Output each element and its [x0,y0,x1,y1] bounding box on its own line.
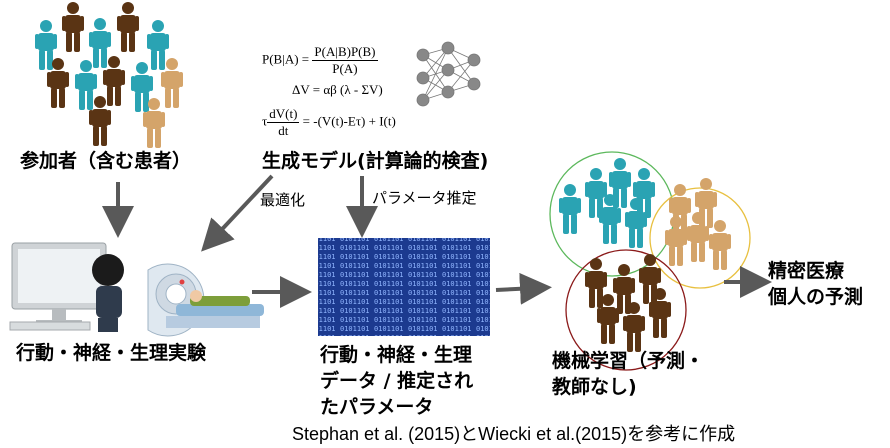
binary-data-block [318,238,490,336]
label-data: 行動・神経・生理 データ / 推定され たパラメータ [320,342,473,420]
label-data-line3: たパラメータ [320,396,434,418]
label-precision-line2: 個人の予測 [768,286,864,308]
label-precision-medicine: 精密医療 個人の予測 [768,258,863,310]
label-ml-line1: 機械学習（予測・ [552,350,705,372]
citation: Stephan et al. (2015)とWiecki et al.(2015… [292,424,736,444]
equation-dynamics-rhs: = -(V(t)-Eτ) + I(t) [299,113,396,129]
equation-bayes-denominator: P(A) [332,61,358,76]
cluster-yellow [649,178,751,289]
equation-dynamics-fraction: dV(t)dt [267,106,300,139]
label-optimization: 最適化 [260,191,306,209]
arrows [102,174,772,308]
label-precision-line1: 精密医療 [768,260,845,282]
label-experiment: 行動・神経・生理実験 [16,342,207,364]
arrow-optimization [201,174,274,252]
equation-dynamics-tau: τ [262,113,268,129]
label-data-line1: 行動・神経・生理 [320,344,473,366]
arrow-data-to-ml [495,272,552,305]
equation-dynamics-denominator: dt [278,123,289,138]
equation-bayes: P(B|A) = P(A|B)P(B)P(A) [262,44,378,77]
equation-bayes-numerator: P(A|B)P(B) [312,44,378,61]
label-parameter-estimation: パラメータ推定 [372,189,477,207]
equation-dynamics-numerator: dV(t) [267,106,300,123]
label-ml-line2: 教師なし) [552,376,637,398]
experiment-illustration [9,242,264,337]
label-participants: 参加者（含む患者） [20,150,192,172]
label-generative-model: 生成モデル(計算論的検査) [262,150,489,172]
equation-bayes-fraction: P(A|B)P(B)P(A) [312,44,378,77]
neural-network-icon [416,41,481,107]
participants-crowd [35,2,183,148]
label-data-line2: データ / 推定され [320,370,474,392]
equation-rescorla-wagner: ΔV = αβ (λ - ΣV) [292,82,383,97]
cluster-red [565,249,687,371]
equation-bayes-lhs: P(B|A) = [262,51,313,67]
label-machine-learning: 機械学習（予測・ 教師なし) [552,348,704,400]
